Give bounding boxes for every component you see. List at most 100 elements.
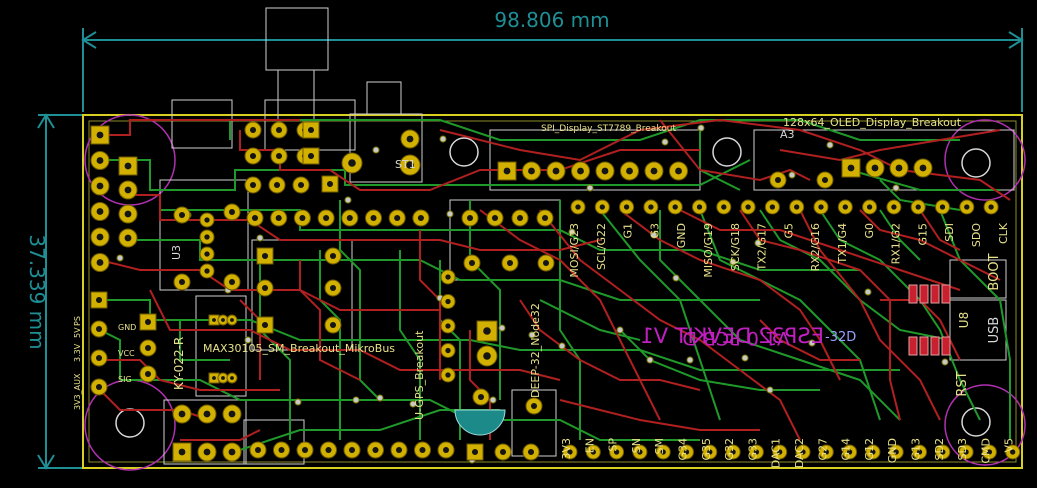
pad [90,176,110,196]
pad [816,171,834,189]
pad [199,263,215,279]
pad [748,444,764,460]
pad [244,121,262,139]
pad [256,316,274,334]
mikrobus-label: MAX30105_SM_Breakout_MikroBus [203,342,395,355]
pad [270,147,288,165]
top-pin-label-0: MOSI/G23 [568,223,581,278]
top-pin-label-3: G3 [648,223,661,239]
pad [466,443,484,461]
pad [818,444,834,460]
width-dimension [81,28,1024,112]
pad [317,209,335,227]
bottom-pin-label-17: SD3 [956,438,969,460]
version-mirrored-text: V1.0 PCB D [682,327,790,349]
pad [644,161,664,181]
pad [888,444,904,460]
pad [536,209,554,227]
pad [813,199,829,215]
mirrored-board-text: ESP32 DEVKIT V1 [640,324,824,348]
pad [789,199,805,215]
pad [769,171,787,189]
pad [935,444,951,460]
pad [273,441,290,459]
top-pin-label-11: G0 [863,223,876,239]
pad [302,121,320,139]
top-pin-label-16: CLK [997,222,1010,244]
board-edge [82,114,1023,469]
pad [889,158,909,178]
pad [494,443,512,461]
pad [669,161,688,181]
pad [440,294,456,309]
pad [296,441,314,459]
top-pin-label-7: TX2/G17 [756,223,769,271]
pad [702,444,718,460]
pad [632,444,648,460]
pad [983,199,999,215]
pad [570,199,586,215]
pad [841,158,861,178]
pad [958,444,974,460]
pad [90,227,110,247]
top-pin-label-6: SCK/G18 [729,223,742,271]
pad [270,209,288,227]
pad [118,228,138,248]
pad [90,320,108,338]
oled-label: 128x64_OLED_Display_Breakout [783,116,962,129]
bottom-pin-label-3: SN [630,438,643,453]
pad [222,404,242,424]
pad [390,441,408,459]
pad [935,199,950,215]
bottom-pin-label-9: DAC1 [770,438,783,468]
pad [501,254,519,272]
pad [139,339,157,357]
gps-label: U-GPS_Breakout [413,330,426,420]
pad [244,176,262,194]
top-pin-label-9: RX2/G16 [809,223,822,271]
left-label-5v: 5V [73,327,82,338]
left-label-ps: PS [73,316,82,326]
pad [764,199,780,215]
pad [1005,444,1021,460]
pad [172,404,192,424]
pad [226,314,238,326]
pad [217,372,229,384]
pad [118,180,138,200]
pad [865,444,881,460]
u8-smd-pads [908,284,951,356]
pad [619,199,635,215]
top-pin-label-10: TX1/G4 [836,223,849,264]
ref-suffix: -32D [825,330,856,345]
bottom-pin-label-0: 3V3 [560,438,573,460]
height-dimension-label: 37.339 mm [25,234,49,349]
left-label-3v3aux: 3V3_AUX [73,373,82,410]
pad [412,209,430,227]
pad [692,199,707,215]
pad [862,199,878,215]
pad [913,158,933,178]
pad [440,367,456,383]
pad [497,161,517,181]
pad [537,254,555,272]
pad [118,204,138,224]
pad [367,441,384,459]
top-pin-label-1: SCL/G22 [595,223,608,270]
pad [256,247,274,265]
pad [609,444,625,460]
component-outlines [159,7,1015,465]
pad [461,209,479,227]
pad [90,349,108,367]
bottom-pin-label-8: G33 [746,438,759,461]
top-pin-label-8: G5 [782,223,795,239]
pad [293,209,311,227]
pad [667,199,683,215]
pad-layer [90,121,1021,462]
bottom-pin-label-14: GND [886,438,899,463]
pad [910,199,926,215]
pad [270,121,288,139]
pad [865,158,885,178]
pad [679,444,694,460]
bottom-pin-label-16: SD2 [933,438,946,460]
